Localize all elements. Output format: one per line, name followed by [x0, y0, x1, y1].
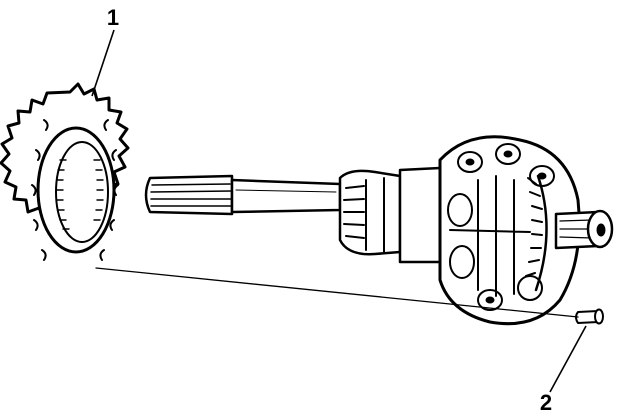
housing-bolt-bosses — [447, 143, 555, 311]
shaft-spline-end — [144, 174, 234, 216]
sprocket-tooth-details — [31, 119, 119, 261]
sprocket-internal-splines — [56, 159, 104, 230]
leader-line-2 — [549, 325, 587, 393]
output-stub-splines — [559, 219, 593, 239]
collar-body — [398, 166, 442, 264]
ring-gear-edge — [534, 174, 548, 292]
ring-gear-teeth — [525, 177, 543, 277]
pin — [575, 308, 604, 325]
shaft-spline-lines — [150, 183, 232, 207]
shaft-body — [230, 178, 342, 214]
callout-number-1: 1 — [107, 5, 119, 30]
alignment-line — [95, 267, 579, 318]
callout-1: 1 — [91, 5, 119, 97]
pin-head — [594, 308, 604, 325]
differential-housing — [438, 135, 614, 326]
bearing-rollers — [343, 177, 385, 253]
callout-number-2: 2 — [540, 390, 552, 415]
splined-shaft — [144, 174, 342, 216]
sprocket-ring — [0, 82, 130, 261]
leader-line-1 — [91, 29, 115, 97]
callout-2: 2 — [540, 325, 587, 415]
housing-ribs — [449, 175, 531, 297]
pin-body — [575, 310, 599, 324]
sprocket-bore — [55, 141, 109, 243]
bearing-collar — [338, 166, 442, 264]
shaft-highlight — [235, 189, 337, 193]
output-stub-bore — [596, 223, 606, 237]
